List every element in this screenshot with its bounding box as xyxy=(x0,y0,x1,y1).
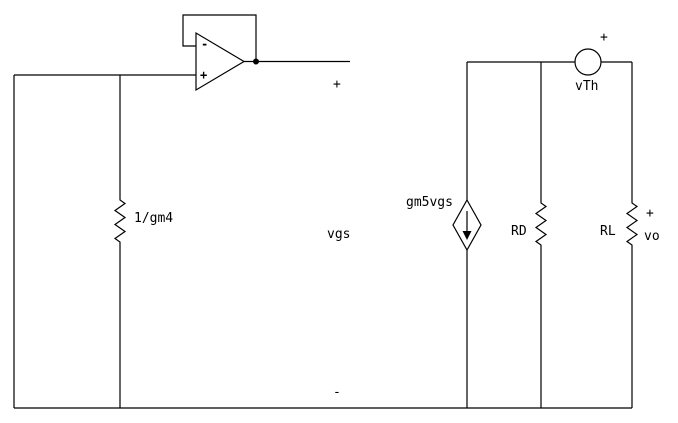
resistor-rd-label: RD xyxy=(511,224,527,239)
wire-feedback-loop xyxy=(182,14,257,62)
vo-plus-sign: + xyxy=(646,206,654,221)
resistor-1-over-gm4-label: 1/gm4 xyxy=(134,211,174,226)
vgs-minus-sign: - xyxy=(333,385,341,400)
opamp-inverting-input-label: - xyxy=(201,37,209,51)
resistor-1-over-gm4 xyxy=(113,75,127,408)
resistor-rd xyxy=(534,62,548,408)
voltage-source-vth xyxy=(574,48,602,76)
vth-plus-sign: + xyxy=(600,30,608,45)
vgs-plus-sign: + xyxy=(333,77,341,92)
dep-source-label: gm5vgs xyxy=(406,195,453,210)
vo-label: vo xyxy=(644,229,660,244)
vgs-label: vgs xyxy=(327,227,351,242)
opamp-body xyxy=(195,31,246,92)
opamp-noninverting-input-label: + xyxy=(200,68,208,82)
resistor-rl-label: RL xyxy=(600,224,616,239)
dep-source-arrowhead xyxy=(462,231,472,240)
junction-dot-opamp-output xyxy=(253,58,259,65)
vth-label: vTh xyxy=(575,79,599,94)
resistor-rl xyxy=(625,62,639,408)
